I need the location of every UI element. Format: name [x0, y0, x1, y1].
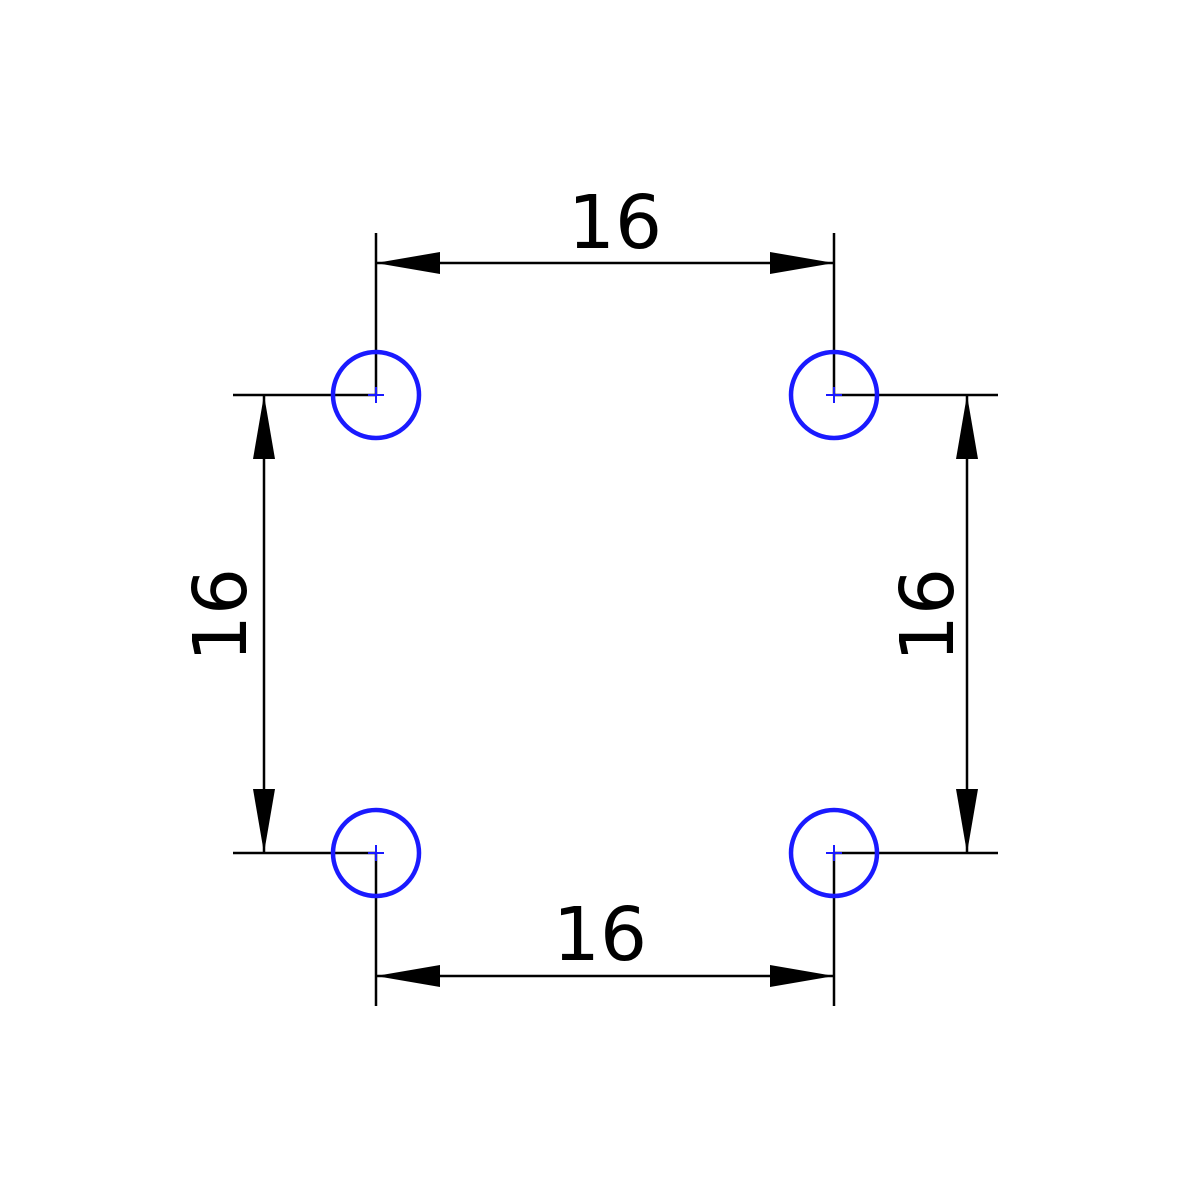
hole-circle — [788, 349, 880, 441]
hole-bottom-left — [330, 807, 422, 899]
dimension-left: 16 — [178, 395, 275, 853]
hole-top-left — [330, 349, 422, 441]
dimension-label-left: 16 — [178, 568, 264, 662]
hole-circle — [330, 807, 422, 899]
hole-top-right — [788, 349, 880, 441]
extension-lines — [233, 233, 998, 1006]
dimension-label-right: 16 — [885, 568, 971, 662]
dimension-label-top: 16 — [568, 180, 662, 266]
hole-circle — [788, 807, 880, 899]
arrowhead-top-right — [770, 252, 834, 274]
dimension-label-bottom: 16 — [553, 892, 647, 978]
holes — [330, 349, 880, 899]
arrowhead-right-top — [956, 395, 978, 459]
dimension-bottom: 16 — [376, 892, 834, 987]
arrowhead-top-left — [376, 252, 440, 274]
dimension-right: 16 — [885, 395, 978, 853]
dimension-top: 16 — [376, 180, 834, 274]
hole-bottom-right — [788, 807, 880, 899]
hole-circle — [330, 349, 422, 441]
arrowhead-right-bottom — [956, 789, 978, 853]
arrowhead-bottom-right — [770, 965, 834, 987]
arrowhead-bottom-left — [376, 965, 440, 987]
arrowhead-left-bottom — [253, 789, 275, 853]
arrowhead-left-top — [253, 395, 275, 459]
